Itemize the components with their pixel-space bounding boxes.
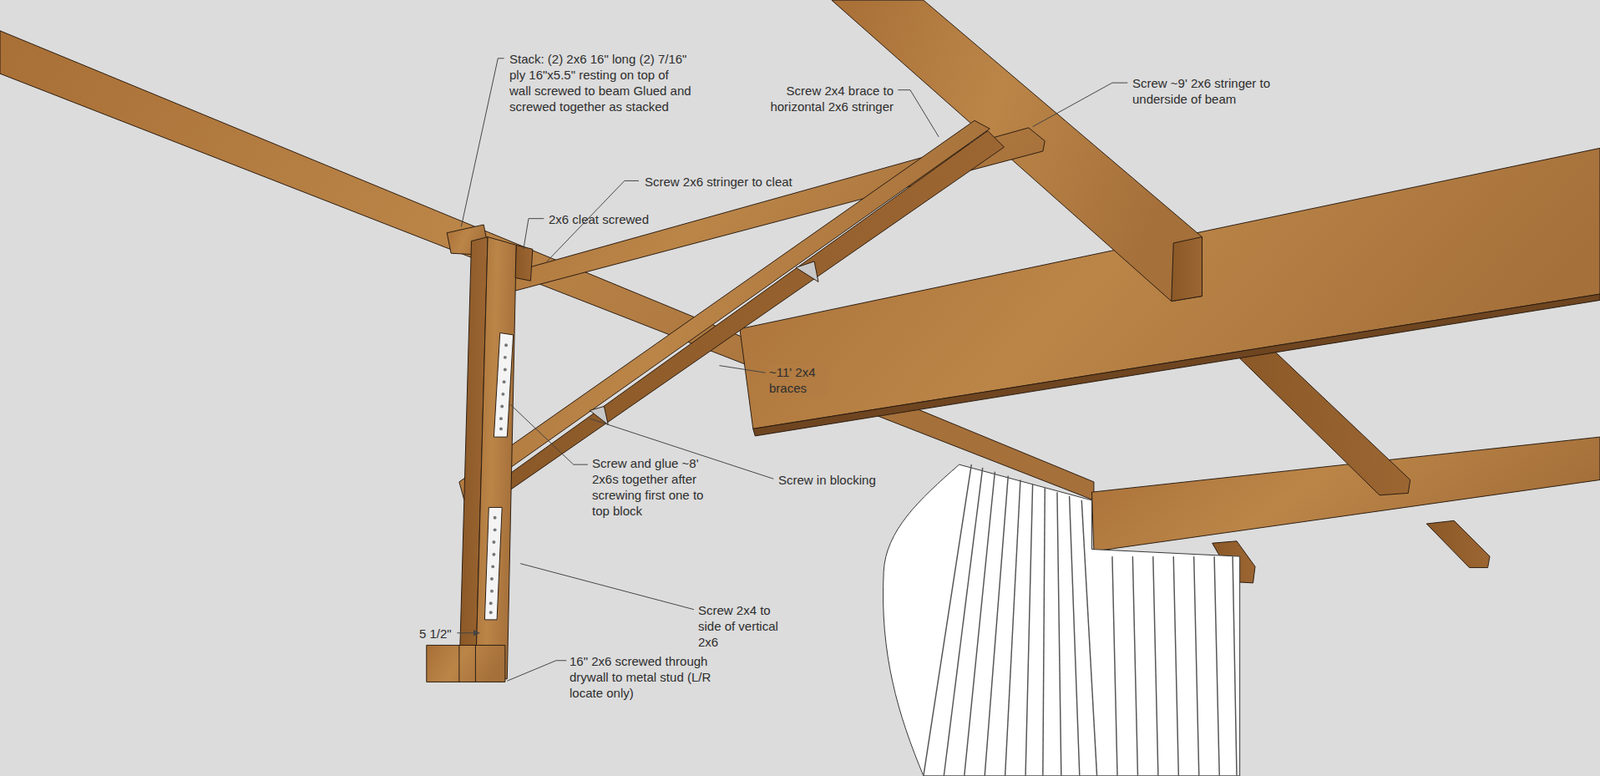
curtain — [883, 464, 1241, 776]
joist — [1426, 520, 1490, 568]
vertical-2x6 — [475, 237, 517, 679]
blocking — [795, 261, 819, 282]
cleat — [515, 244, 533, 281]
beam-side — [1171, 237, 1203, 302]
callout-label: 16" 2x6 screwed through drywall to metal… — [569, 653, 723, 701]
joist — [1236, 349, 1411, 496]
beam-bottom — [753, 293, 1600, 436]
dimension-arrow — [473, 629, 480, 636]
metal-strap — [493, 333, 513, 438]
callout-label: 2x6 cleat screwed — [548, 211, 702, 228]
callout-label: Screw 2x6 stringer to cleat — [644, 173, 849, 190]
callout-label: Screw in blocking — [778, 471, 912, 488]
leader-lines — [456, 58, 1128, 681]
brace — [459, 120, 990, 501]
wall-plate — [0, 30, 1094, 501]
bottom-block — [426, 644, 506, 682]
callout-label: Screw 2x4 brace to horizontal 2x6 string… — [750, 82, 894, 115]
metal-strap — [484, 506, 502, 619]
strap-holes — [489, 343, 508, 614]
callout-label: Stack: (2) 2x6 16" long (2) 7/16" ply 16… — [509, 50, 692, 115]
callout-label: Screw 2x4 to side of vertical 2x6 — [698, 602, 789, 650]
callout-label: Screw and glue ~8' 2x6s together after s… — [592, 455, 704, 519]
callout-label: Screw ~9' 2x6 stringer to underside of b… — [1132, 75, 1286, 107]
callout-label: ~11' 2x4 braces — [769, 364, 829, 396]
brace — [475, 131, 1004, 512]
callout-label: 5 1/2" — [419, 625, 461, 642]
